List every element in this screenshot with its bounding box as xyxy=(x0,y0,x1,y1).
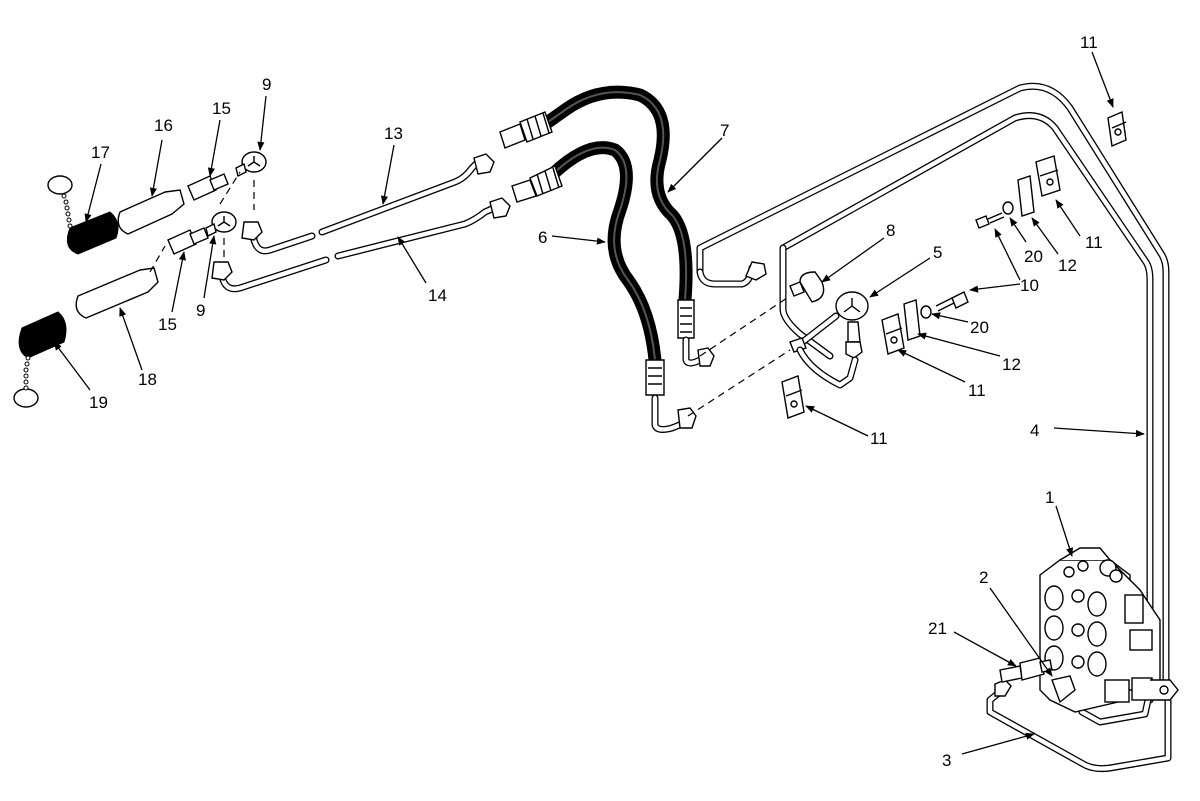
washer-20-lower xyxy=(920,305,932,319)
elbow-fitting-8 xyxy=(789,271,825,303)
dust-cap-17 xyxy=(47,175,119,255)
callout-12-upper: 12 xyxy=(1058,256,1077,275)
control-valve-1 xyxy=(1039,547,1179,713)
callout-20-upper: 20 xyxy=(1024,247,1043,266)
tee-fitting-9-upper xyxy=(235,151,267,178)
leader-lines xyxy=(53,51,1145,755)
clamp-11-mid-center xyxy=(881,313,905,355)
hose-6 xyxy=(511,141,697,433)
callout-14: 14 xyxy=(428,286,447,305)
callout-16: 16 xyxy=(154,116,173,135)
callout-3: 3 xyxy=(942,751,951,770)
callout-15-lower: 15 xyxy=(158,315,177,334)
tube-14 xyxy=(211,197,511,293)
callout-9-lower: 9 xyxy=(196,301,205,320)
washer-20-upper xyxy=(1002,201,1014,215)
callout-labels: 1 2 3 4 5 6 7 8 9 9 10 11 11 11 11 12 12… xyxy=(89,33,1103,770)
chain-17 xyxy=(61,193,73,229)
callout-6: 6 xyxy=(538,228,547,247)
alignment-lines xyxy=(149,171,791,417)
clamp-11-top-right xyxy=(1107,110,1127,148)
callout-8: 8 xyxy=(886,221,895,240)
callout-11-mid-center: 11 xyxy=(968,381,986,400)
hose-7 xyxy=(499,85,715,367)
callout-20-lower: 20 xyxy=(970,318,989,337)
adapter-15-lower xyxy=(167,227,209,255)
callout-13: 13 xyxy=(384,124,403,143)
coupling-16 xyxy=(117,189,185,235)
callout-4: 4 xyxy=(1030,421,1039,440)
adapter-15-upper xyxy=(187,173,229,201)
callout-11-lower: 11 xyxy=(870,429,888,448)
callout-9-upper: 9 xyxy=(262,75,271,94)
clamp-11-lower xyxy=(781,375,805,419)
callout-7: 7 xyxy=(720,121,729,140)
callout-11-top-right: 11 xyxy=(1080,33,1098,52)
callout-18: 18 xyxy=(138,370,157,389)
tee-fitting-5 xyxy=(789,291,869,389)
callout-12-lower: 12 xyxy=(1002,355,1021,374)
callout-15-upper: 15 xyxy=(212,99,231,118)
callout-11-mid-right: 11 xyxy=(1085,233,1103,252)
plate-12-upper xyxy=(1017,175,1035,217)
callout-21: 21 xyxy=(928,619,947,638)
clamp-11-mid-right xyxy=(1035,155,1061,197)
tube-3 xyxy=(986,679,1172,773)
callout-2: 2 xyxy=(979,568,988,587)
callout-19: 19 xyxy=(89,393,108,412)
plate-12-lower xyxy=(903,299,921,341)
tube-4 xyxy=(696,82,1170,704)
callout-17: 17 xyxy=(91,143,110,162)
tee-fitting-9-lower xyxy=(205,211,237,238)
callout-1: 1 xyxy=(1045,488,1054,507)
bolt-10-lower xyxy=(935,291,969,312)
dust-cap-19 xyxy=(13,311,67,408)
bolt-10-upper xyxy=(975,212,1005,229)
callout-10: 10 xyxy=(1020,276,1039,295)
tube-13 xyxy=(241,153,495,255)
coupling-18 xyxy=(75,267,159,319)
callout-5: 5 xyxy=(933,243,942,262)
chain-19 xyxy=(23,355,31,391)
